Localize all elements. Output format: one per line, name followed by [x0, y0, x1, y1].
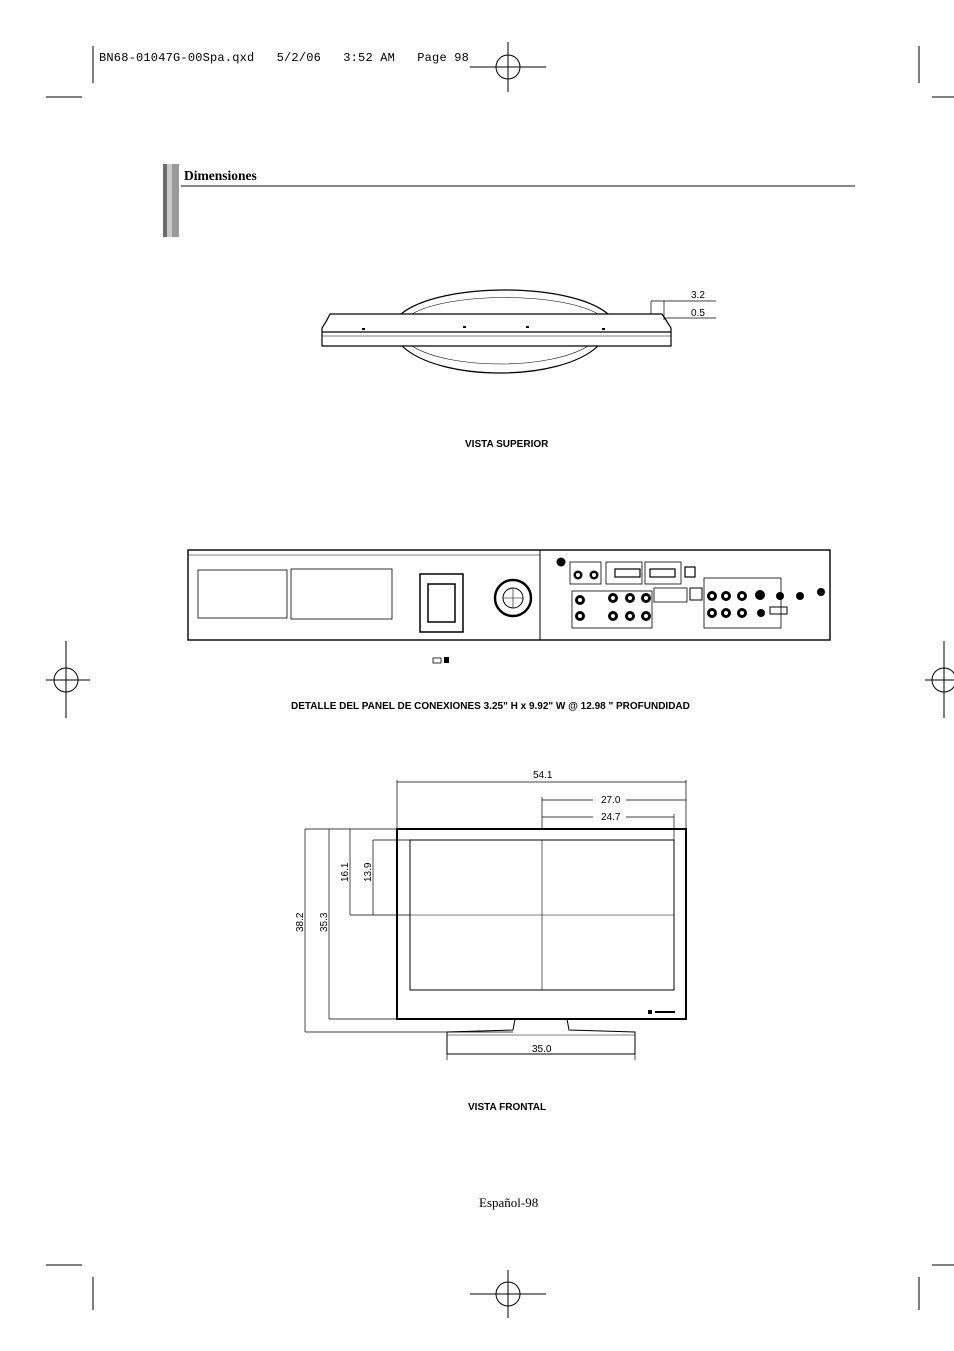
section-marker-bar — [163, 164, 179, 237]
dim-height-total: 38.2 — [295, 912, 306, 932]
top-view-drawing: 3.2 0.5 — [321, 289, 716, 374]
dim-width: 54.1 — [533, 770, 553, 781]
dim-depth-total: 3.2 — [691, 290, 705, 301]
page-number: Español-98 — [479, 1195, 539, 1210]
dim-stand-width: 35.0 — [532, 1044, 552, 1055]
front-view-caption: VISTA FRONTAL — [468, 1102, 547, 1113]
dim-depth-bezel: 0.5 — [691, 308, 705, 319]
section-rule — [181, 185, 855, 187]
section-title: Dimensiones — [184, 168, 257, 183]
print-slug: BN68-01047G-00Spa.qxd 5/2/06 3:52 AM Pag… — [99, 51, 470, 65]
front-view-drawing: 54.1 27.0 24.7 38.2 35.3 16.1 13.9 35.0 — [295, 770, 687, 1060]
panel-view-caption: DETALLE DEL PANEL DE CONEXIONES 3.25" H … — [291, 701, 690, 712]
dim-screen-half-height: 13.9 — [363, 862, 374, 882]
connection-panel-drawing — [187, 549, 831, 664]
top-view-caption: VISTA SUPERIOR — [465, 439, 549, 450]
dim-screen-half-width: 24.7 — [601, 812, 621, 823]
dim-height-body: 35.3 — [319, 912, 330, 932]
dim-half-width: 27.0 — [601, 795, 621, 806]
dim-height-upper: 16.1 — [340, 862, 351, 882]
